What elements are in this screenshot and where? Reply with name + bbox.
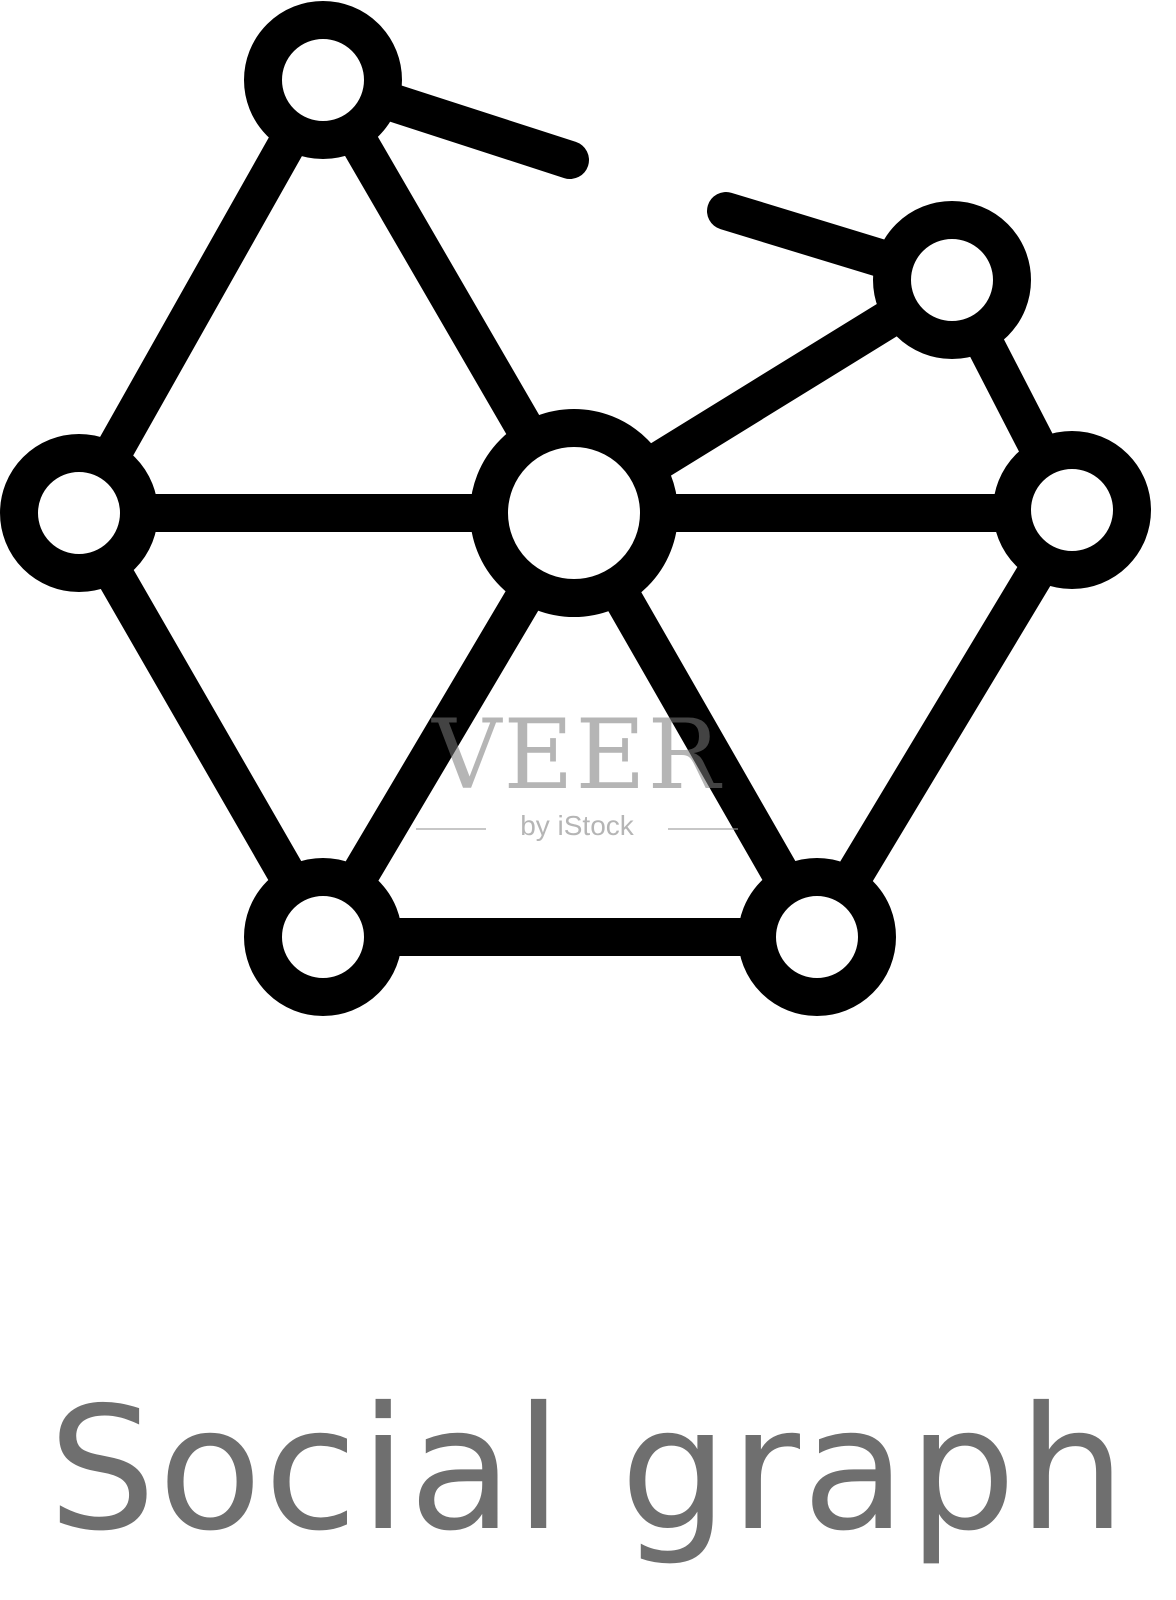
watermark-brand: VEER [432,699,722,811]
node-bottom-left [244,858,402,1016]
icon-caption: Social graph [48,1371,1128,1569]
node-center [470,409,678,617]
node-top [244,1,402,159]
node-upper-right [873,201,1031,359]
watermark: VEER by iStock [412,700,742,860]
edge-left-to-bottom-left [60,494,342,956]
graph-nodes [0,1,1151,1016]
watermark-divider-right [668,828,738,830]
node-left [0,434,158,592]
watermark-divider-left [416,828,486,830]
watermark-subtitle: by iStock [520,810,634,841]
node-right [993,431,1151,589]
node-bottom-right [738,858,896,1016]
edge-top-to-left [60,61,342,532]
social-graph-icon [0,1,1151,1016]
edge-right-to-bottom-right [798,494,1091,956]
